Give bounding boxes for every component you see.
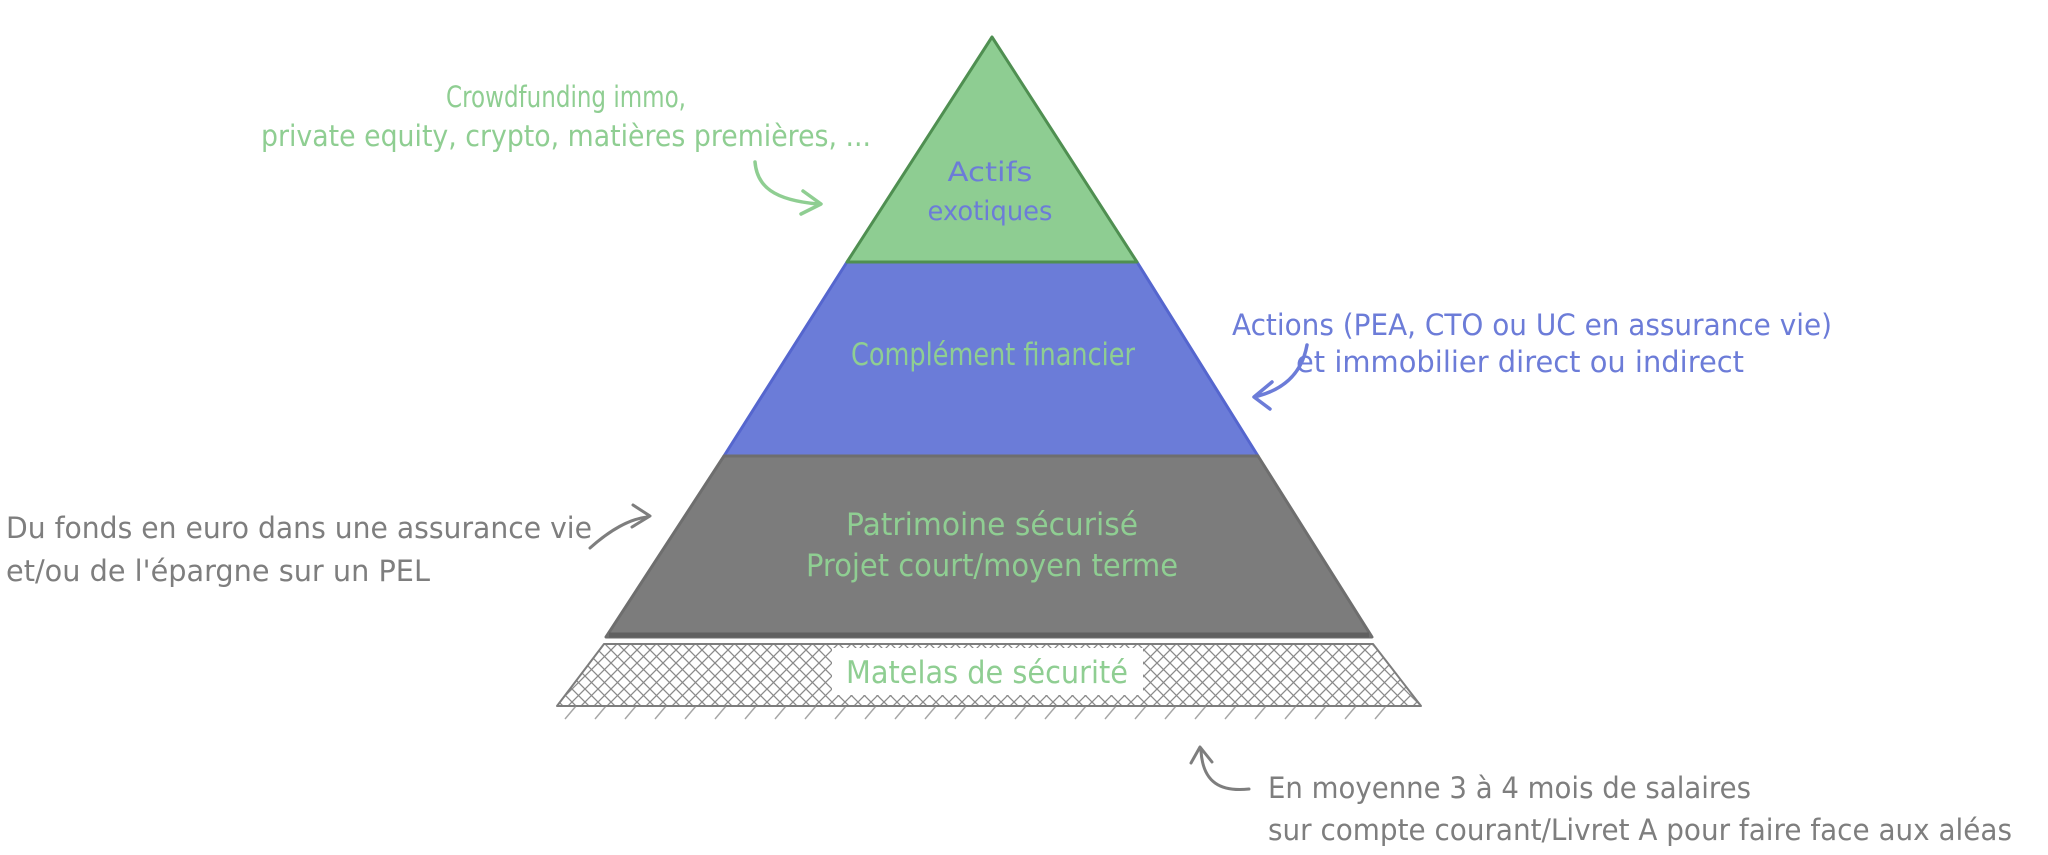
complement-financier-label: Complément financier bbox=[851, 337, 1135, 373]
arrowhead-to-actifs bbox=[799, 189, 823, 216]
pyramid-level-patrimoine-securise: Patrimoine sécurisé Projet court/moyen t… bbox=[604, 454, 1374, 639]
curved-arrow-icon-to-matelas bbox=[1199, 749, 1251, 792]
curved-arrow-icon-to-patrimoine bbox=[588, 515, 649, 550]
annotation-actifs-line2: private equity, crypto, matières premièr… bbox=[261, 119, 871, 153]
annotation-matelas-line2: sur compte courant/Livret A pour faire f… bbox=[1268, 813, 2012, 847]
pyramid-level-complement-financier: Complément financier bbox=[722, 260, 1260, 458]
matelas-de-securite-label: Matelas de sécurité bbox=[846, 655, 1128, 691]
annotation-matelas-de-securite: En moyenne 3 à 4 mois de salaires sur co… bbox=[1189, 745, 2012, 847]
arrowhead-to-matelas bbox=[1189, 745, 1214, 765]
annotation-patrimoine-securise: Du fonds en euro dans une assurance vie … bbox=[6, 503, 652, 588]
annotation-actifs-line1: Crowdfunding immo, bbox=[446, 80, 686, 114]
curved-arrow-icon-to-actifs bbox=[753, 160, 820, 206]
annotation-actifs-exotiques: Crowdfunding immo, private equity, crypt… bbox=[261, 80, 871, 216]
patrimoine-securise-label-line1: Patrimoine sécurisé bbox=[846, 507, 1138, 543]
arrowhead-to-patrimoine bbox=[630, 503, 652, 529]
pyramid-level-actifs-exotiques: Actifs exotiques bbox=[845, 35, 1139, 264]
actifs-exotiques-shape bbox=[845, 35, 1139, 264]
annotation-matelas-line1: En moyenne 3 à 4 mois de salaires bbox=[1268, 771, 1751, 805]
annotation-patrimoine-line2: et/ou de l'épargne sur un PEL bbox=[6, 554, 430, 588]
actifs-exotiques-label-line1: Actifs bbox=[948, 157, 1033, 188]
annotation-patrimoine-line1: Du fonds en euro dans une assurance vie bbox=[6, 511, 592, 545]
actifs-exotiques-label-line2: exotiques bbox=[928, 196, 1053, 227]
matelas-label-box bbox=[832, 648, 1143, 695]
patrimoine-securise-shape bbox=[604, 454, 1374, 639]
curved-arrow-icon-to-complement bbox=[1256, 343, 1309, 398]
annotation-complement-line2: et immobilier direct ou indirect bbox=[1296, 345, 1744, 379]
annotation-complement-line1: Actions (PEA, CTO ou UC en assurance vie… bbox=[1232, 308, 1832, 342]
pyramid-level-matelas-de-securite: Matelas de sécurité bbox=[556, 643, 1422, 720]
annotation-complement-financier: Actions (PEA, CTO ou UC en assurance vie… bbox=[1232, 308, 1832, 411]
matelas-sketch-ticks bbox=[564, 705, 1387, 720]
arrowhead-to-complement bbox=[1252, 380, 1274, 411]
patrimoine-securise-label-line2: Projet court/moyen terme bbox=[806, 548, 1178, 584]
